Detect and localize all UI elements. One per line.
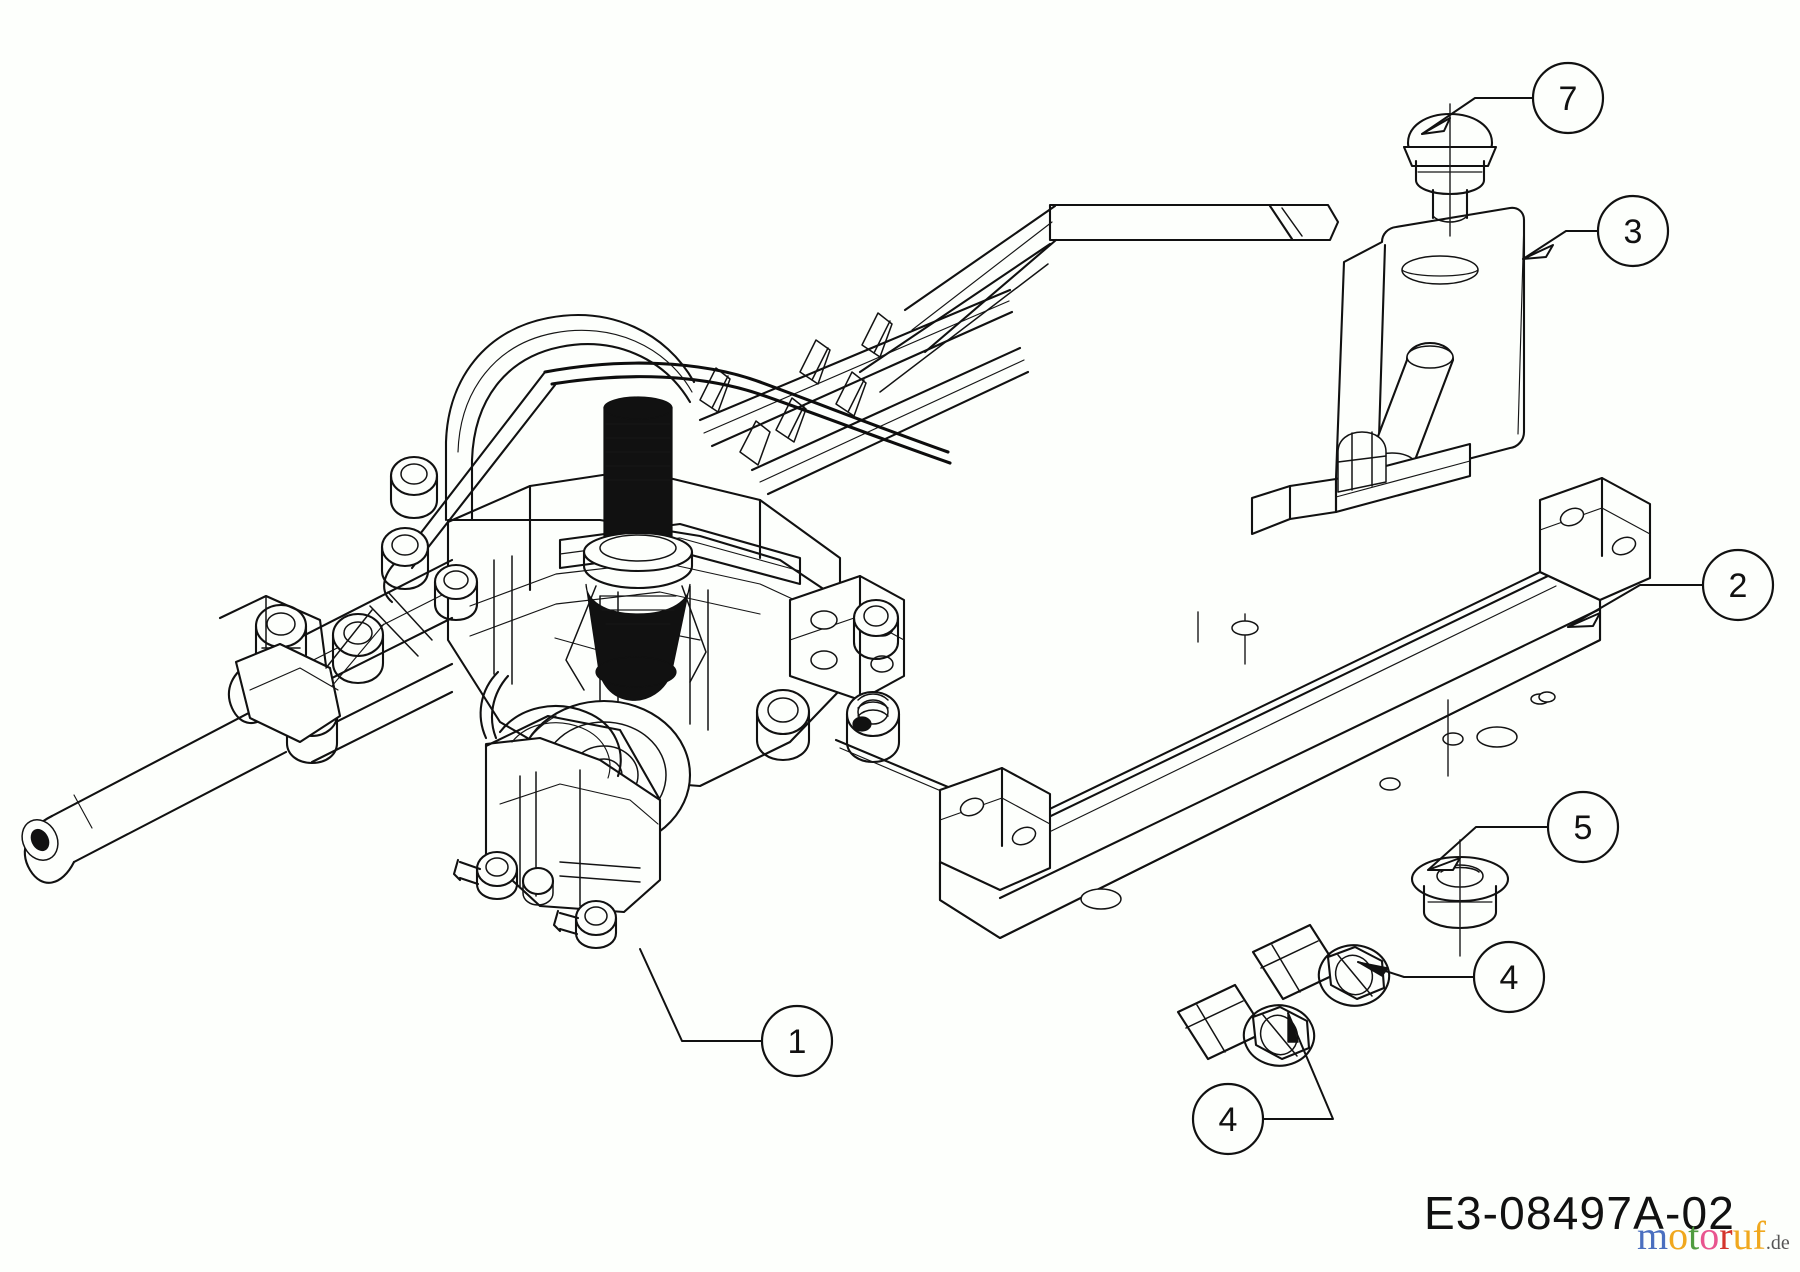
mid-braces — [325, 591, 433, 687]
callout-label-4-lower: 4 — [1219, 1101, 1238, 1139]
watermark-letter-6: f — [1752, 1213, 1766, 1258]
callout-4-upper[interactable]: 4 — [1357, 940, 1546, 1014]
part-transaxle-assembly[interactable] — [15, 203, 1340, 950]
housing-plug — [852, 716, 872, 732]
watermark-letter-4: r — [1719, 1213, 1733, 1258]
watermark-letter-0: m — [1637, 1213, 1669, 1258]
part-push-in-plug[interactable] — [1402, 103, 1498, 237]
callout-7[interactable]: 7 — [1421, 61, 1605, 135]
right-mount-boss — [788, 574, 906, 702]
control-arm-fasteners — [452, 850, 618, 950]
watermark-suffix: .de — [1765, 1232, 1790, 1254]
watermark-letter-2: t — [1688, 1213, 1700, 1258]
watermark-letter-1: o — [1668, 1213, 1689, 1258]
left-bearing-block — [218, 594, 342, 744]
right-rail-fins — [383, 288, 1030, 604]
callout-4-lower[interactable]: 4 — [1191, 1012, 1334, 1156]
callout-1[interactable]: 1 — [639, 948, 834, 1078]
watermark-letter-5: u — [1732, 1213, 1753, 1258]
input-shaft — [582, 396, 694, 590]
bell-housing-dome — [444, 314, 696, 536]
watermark-letter-3: o — [1699, 1213, 1720, 1258]
part-frame-rail-bracket[interactable] — [938, 476, 1652, 940]
bevel-gear-cone — [565, 583, 707, 701]
right-axle-tube — [858, 203, 1340, 393]
callout-layer: 7 3 2 5 — [639, 61, 1775, 1156]
callout-label-1: 1 — [788, 1023, 807, 1061]
left-axle-shaft — [21, 704, 288, 884]
callout-2[interactable]: 2 — [1567, 548, 1775, 628]
part-flange-bolt-upper[interactable] — [1251, 923, 1391, 1007]
callout-label-5: 5 — [1574, 809, 1593, 847]
part-mount-plate[interactable] — [1250, 206, 1526, 536]
wire-clip — [479, 670, 510, 740]
callout-3[interactable]: 3 — [1522, 194, 1670, 268]
callout-label-2: 2 — [1729, 567, 1748, 605]
control-arm-casting — [484, 705, 662, 914]
callout-label-4-upper: 4 — [1500, 959, 1519, 997]
part-flange-bolt-lower[interactable] — [1176, 983, 1316, 1067]
motoruf-watermark: motoruf.de — [1637, 1216, 1790, 1256]
callout-label-3: 3 — [1624, 213, 1643, 251]
callout-5[interactable]: 5 — [1427, 790, 1620, 871]
part-number-label: E3-08497A-02 — [1424, 1187, 1736, 1239]
callout-label-7: 7 — [1559, 80, 1578, 118]
